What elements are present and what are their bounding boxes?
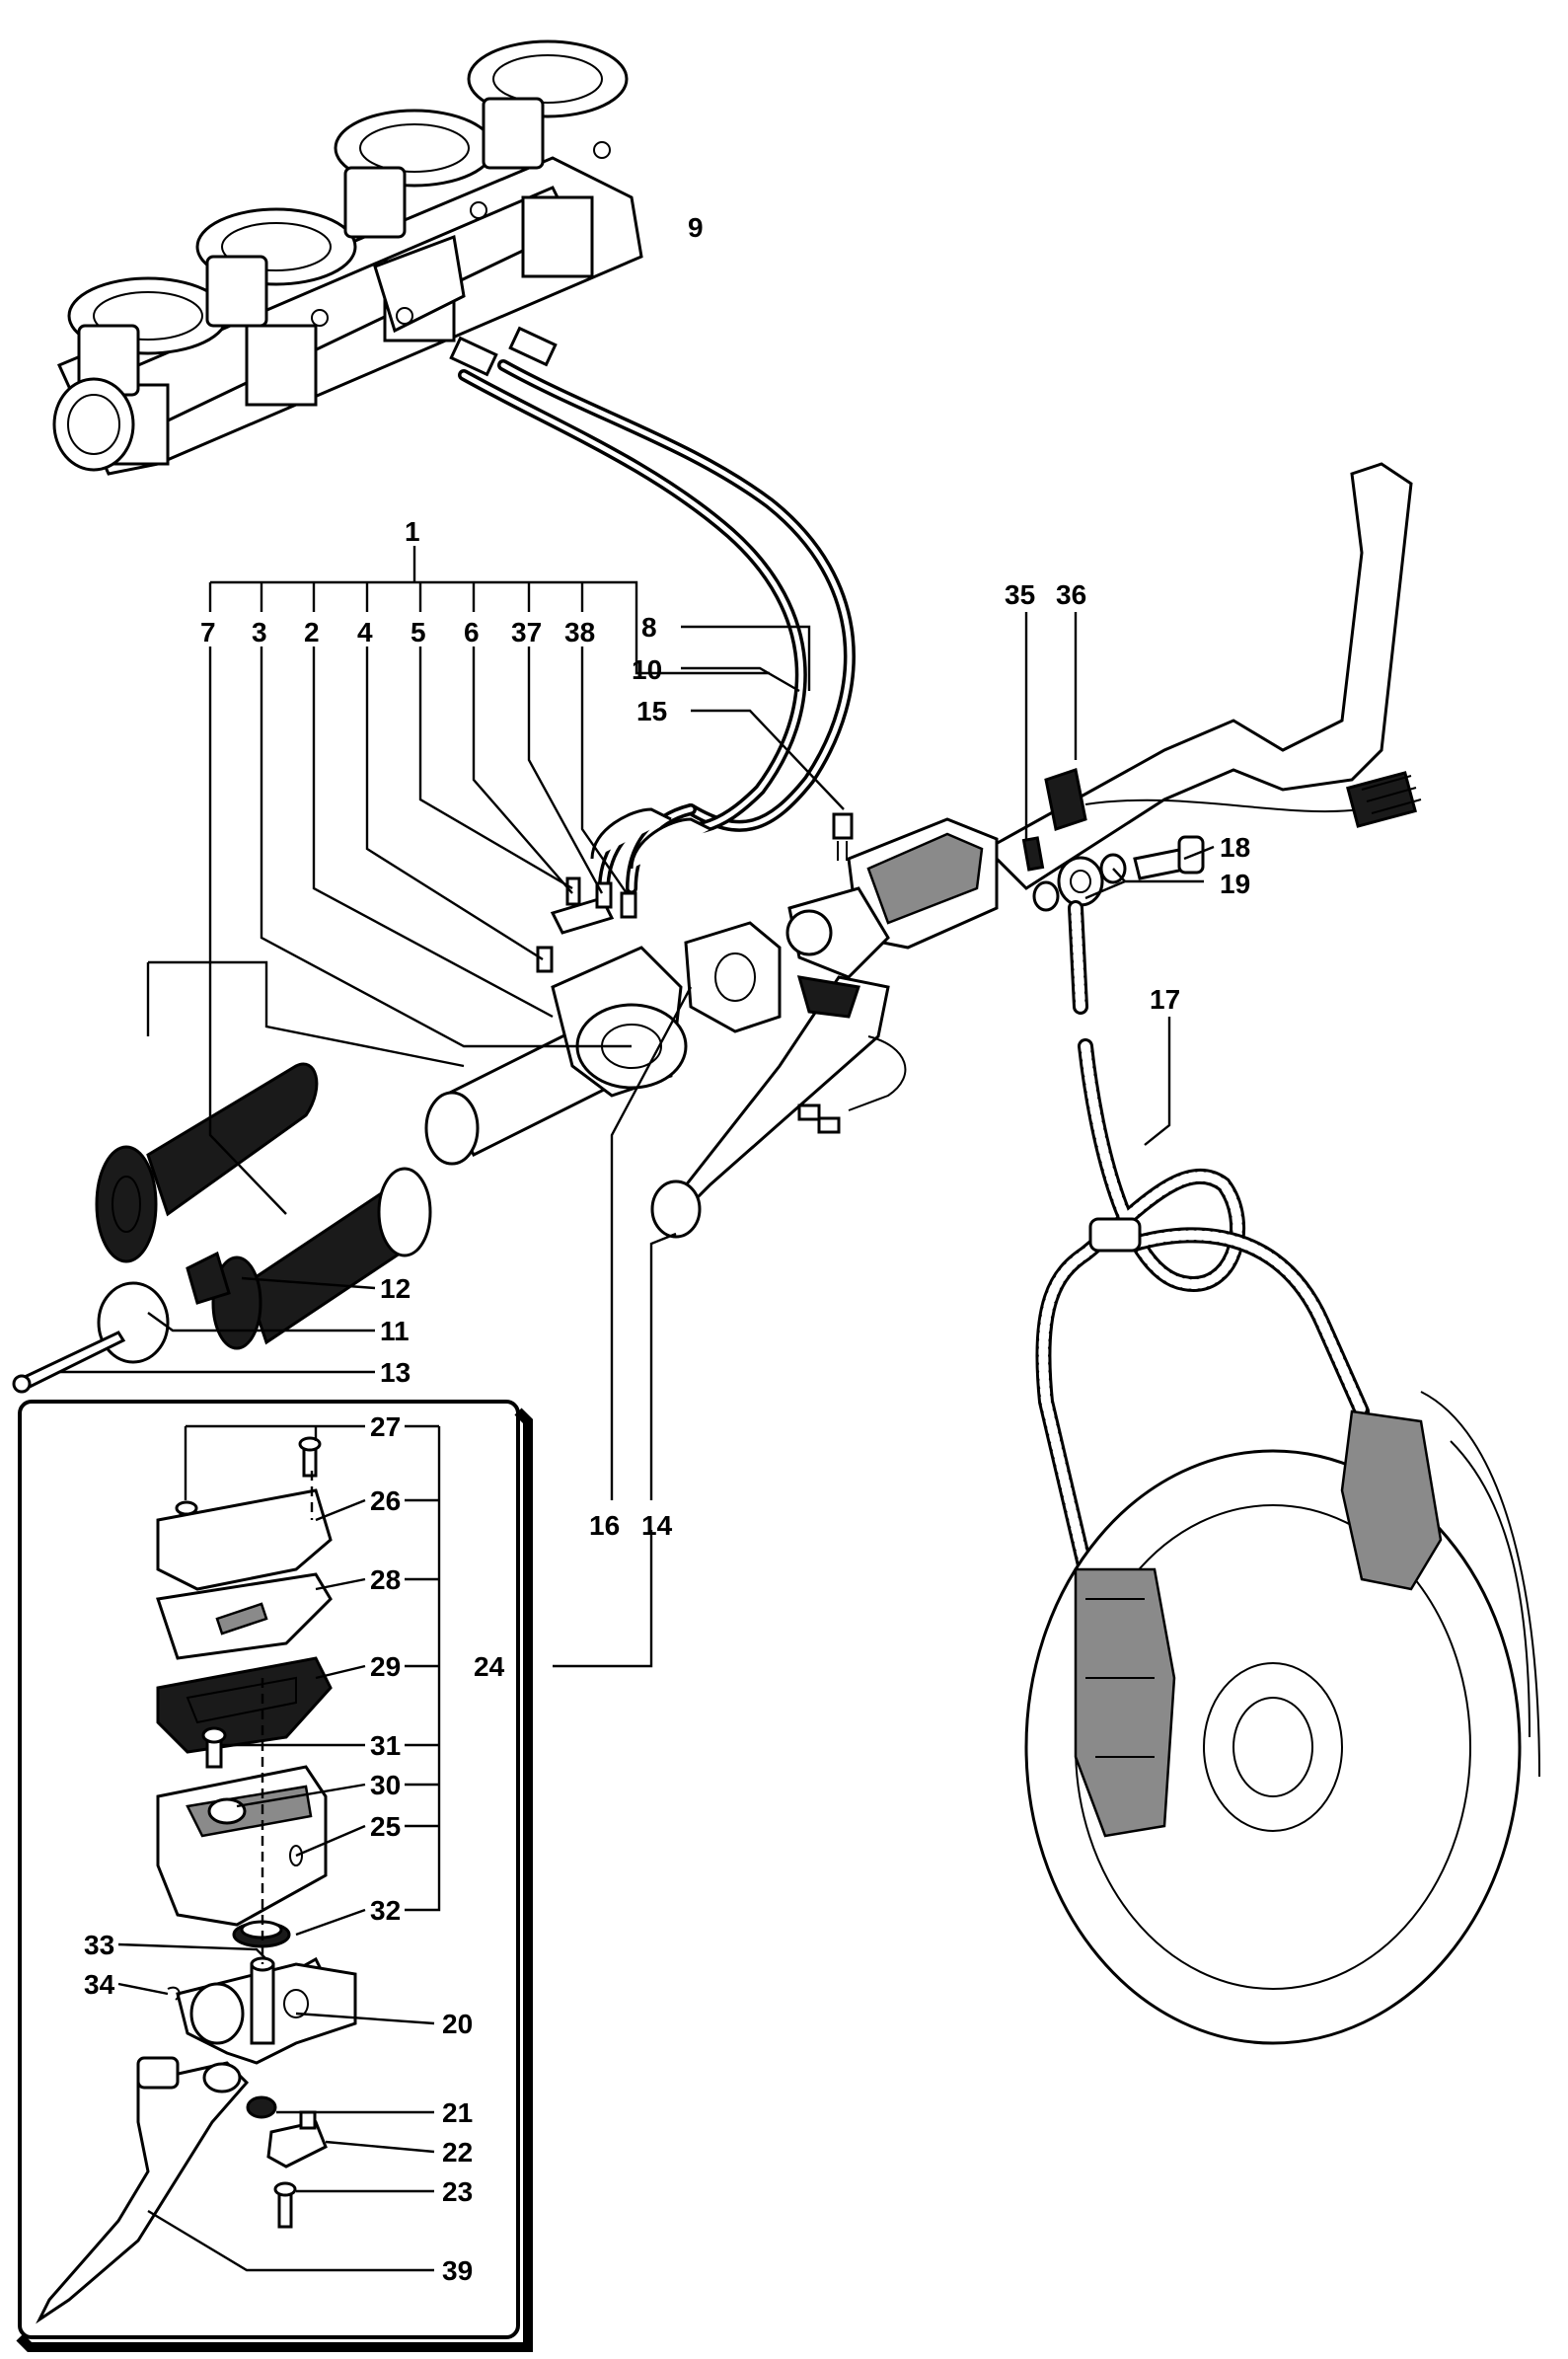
callout-33: 33 — [84, 1930, 114, 1960]
callout-25: 25 — [370, 1811, 401, 1842]
callout-31: 31 — [370, 1730, 401, 1761]
callout-1: 1 — [405, 516, 420, 547]
callout-20: 20 — [442, 2009, 473, 2039]
callout-35: 35 — [1005, 579, 1035, 610]
callout-17: 17 — [1150, 984, 1180, 1015]
callout-2: 2 — [304, 617, 320, 647]
callout-39: 39 — [442, 2255, 473, 2286]
callout-16: 16 — [589, 1510, 620, 1541]
callout-10: 10 — [632, 654, 662, 685]
callout-15: 15 — [636, 696, 667, 726]
callout-27: 27 — [370, 1411, 401, 1442]
callout-7: 7 — [200, 617, 216, 647]
callout-23: 23 — [442, 2176, 473, 2207]
master-cylinder-assembly — [650, 812, 1205, 1239]
callout-38: 38 — [564, 617, 595, 647]
callout-37: 37 — [511, 617, 542, 647]
throttle-body-assembly — [52, 39, 643, 476]
callout-21: 21 — [442, 2097, 473, 2128]
callout-5: 5 — [411, 617, 426, 647]
callout-24: 24 — [474, 1651, 505, 1682]
callout-4: 4 — [357, 617, 373, 647]
callout-9: 9 — [688, 212, 704, 243]
throttle-twist-grip-assembly — [12, 807, 782, 1394]
callout-30: 30 — [370, 1770, 401, 1800]
callout-3: 3 — [252, 617, 267, 647]
callout-28: 28 — [370, 1564, 401, 1595]
callout-19: 19 — [1220, 869, 1250, 899]
callout-34: 34 — [84, 1969, 115, 2000]
callout-labels: 1 7 3 2 4 5 6 37 38 9 8 10 15 35 36 18 1… — [84, 212, 1250, 2286]
callout-8: 8 — [641, 612, 657, 643]
callout-14: 14 — [641, 1510, 673, 1541]
callout-12: 12 — [380, 1273, 411, 1304]
callout-22: 22 — [442, 2137, 473, 2168]
callout-13: 13 — [380, 1357, 411, 1388]
callout-26: 26 — [370, 1485, 401, 1516]
callout-11: 11 — [380, 1316, 410, 1346]
callout-29: 29 — [370, 1651, 401, 1682]
leader-lines — [38, 546, 1215, 2272]
callout-18: 18 — [1220, 832, 1250, 863]
callout-6: 6 — [464, 617, 480, 647]
brake-hose-and-discs — [1024, 900, 1540, 2045]
callout-36: 36 — [1056, 579, 1086, 610]
handlebar — [984, 462, 1422, 890]
inset-master-cylinder-exploded — [16, 1400, 533, 2352]
callout-32: 32 — [370, 1895, 401, 1926]
